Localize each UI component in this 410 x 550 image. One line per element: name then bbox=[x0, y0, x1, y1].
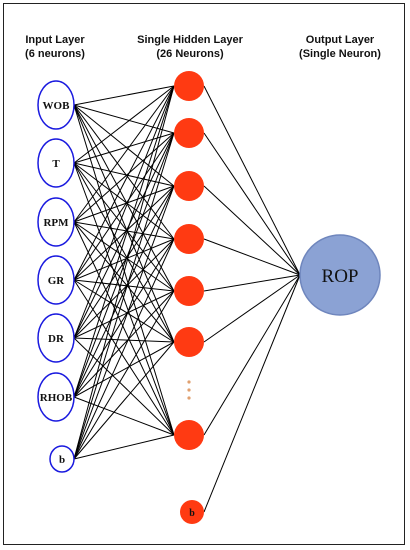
hidden-output-edge bbox=[203, 238, 301, 276]
input-hidden-edge bbox=[73, 104, 175, 134]
input-hidden-edge bbox=[73, 238, 175, 339]
input-bias-label: b bbox=[59, 454, 65, 466]
input-node-label: GR bbox=[48, 275, 66, 287]
input-hidden-edge bbox=[73, 221, 175, 292]
input-layer: WOB T RPM GR DR RHOB b bbox=[37, 80, 75, 473]
input-hidden-edge bbox=[73, 132, 175, 460]
connection-edges bbox=[73, 85, 301, 513]
input-node-label: DR bbox=[48, 333, 65, 345]
input-hidden-edge bbox=[73, 221, 175, 343]
input-hidden-edge bbox=[73, 132, 175, 398]
input-hidden-edge bbox=[73, 85, 175, 460]
hidden-output-edge bbox=[203, 274, 301, 292]
hidden-layer-title: Single Hidden Layer bbox=[137, 34, 243, 46]
input-hidden-edge bbox=[73, 185, 175, 223]
input-hidden-edge bbox=[73, 337, 175, 343]
input-hidden-edge bbox=[73, 290, 175, 460]
hidden-node bbox=[174, 276, 204, 306]
input-hidden-edge bbox=[73, 341, 175, 460]
input-hidden-edge bbox=[73, 132, 175, 164]
hidden-node bbox=[174, 171, 204, 201]
hidden-layer: b bbox=[174, 71, 204, 524]
input-hidden-edge bbox=[73, 279, 175, 436]
hidden-node bbox=[174, 118, 204, 148]
hidden-output-edge bbox=[203, 274, 301, 513]
input-hidden-edge bbox=[73, 162, 175, 240]
hidden-bias-node bbox=[180, 500, 204, 524]
input-node-wob bbox=[37, 80, 75, 130]
output-layer-subtitle: (Single Neuron) bbox=[299, 48, 381, 60]
input-node-gr bbox=[37, 255, 75, 305]
output-layer-title: Output Layer bbox=[306, 34, 375, 46]
hidden-output-edge bbox=[203, 274, 301, 343]
input-hidden-edge bbox=[73, 162, 175, 292]
input-hidden-edge bbox=[73, 85, 175, 106]
input-hidden-edge bbox=[73, 341, 175, 398]
input-node-label: RHOB bbox=[40, 392, 73, 404]
input-bias-node bbox=[49, 445, 75, 473]
input-hidden-edge bbox=[73, 185, 175, 281]
input-node-label: T bbox=[52, 158, 60, 170]
input-hidden-edge bbox=[73, 85, 175, 281]
input-hidden-edge bbox=[73, 104, 175, 292]
input-hidden-edge bbox=[73, 85, 175, 223]
input-node-t bbox=[37, 138, 75, 188]
input-hidden-edge bbox=[73, 238, 175, 281]
input-hidden-edge bbox=[73, 290, 175, 339]
input-hidden-edge bbox=[73, 238, 175, 398]
hidden-node bbox=[174, 327, 204, 357]
input-hidden-edge bbox=[73, 238, 175, 460]
input-hidden-edge bbox=[73, 162, 175, 436]
input-hidden-edge bbox=[73, 104, 175, 187]
input-hidden-edge bbox=[73, 162, 175, 187]
input-hidden-edge bbox=[73, 185, 175, 398]
hidden-node bbox=[174, 420, 204, 450]
input-hidden-edge bbox=[73, 185, 175, 460]
hidden-output-edge bbox=[203, 185, 301, 276]
ellipsis-dots bbox=[187, 380, 191, 400]
hidden-output-edge bbox=[203, 274, 301, 436]
input-hidden-edge bbox=[73, 132, 175, 339]
input-hidden-edge bbox=[73, 221, 175, 240]
hidden-layer-subtitle: (26 Neurons) bbox=[156, 48, 224, 60]
output-node-label: ROP bbox=[322, 266, 359, 287]
output-node-rop bbox=[299, 234, 381, 316]
hidden-output-edge bbox=[203, 132, 301, 276]
input-hidden-edge bbox=[73, 162, 175, 343]
input-node-label: WOB bbox=[43, 100, 71, 112]
input-hidden-edge bbox=[73, 279, 175, 292]
input-hidden-edge bbox=[73, 279, 175, 343]
input-hidden-edge bbox=[73, 104, 175, 240]
input-hidden-edge bbox=[73, 221, 175, 436]
input-hidden-edge bbox=[73, 85, 175, 398]
input-node-dr bbox=[37, 313, 75, 363]
hidden-bias-label: b bbox=[189, 508, 195, 519]
input-hidden-edge bbox=[73, 290, 175, 398]
input-hidden-edge bbox=[73, 132, 175, 281]
input-hidden-edge bbox=[73, 85, 175, 164]
input-node-rpm bbox=[37, 197, 75, 247]
hidden-node bbox=[174, 71, 204, 101]
input-layer-title: Input Layer bbox=[25, 34, 85, 46]
input-node-rhob bbox=[37, 372, 75, 422]
input-hidden-edge bbox=[73, 434, 175, 460]
input-hidden-edge bbox=[73, 104, 175, 436]
hidden-node bbox=[174, 224, 204, 254]
input-hidden-edge bbox=[73, 104, 175, 343]
input-hidden-edge bbox=[73, 185, 175, 339]
hidden-output-edge bbox=[203, 85, 301, 276]
input-layer-subtitle: (6 neurons) bbox=[25, 48, 85, 60]
diagram-frame bbox=[3, 3, 405, 545]
input-hidden-edge bbox=[73, 85, 175, 339]
input-node-label: RPM bbox=[43, 217, 69, 229]
